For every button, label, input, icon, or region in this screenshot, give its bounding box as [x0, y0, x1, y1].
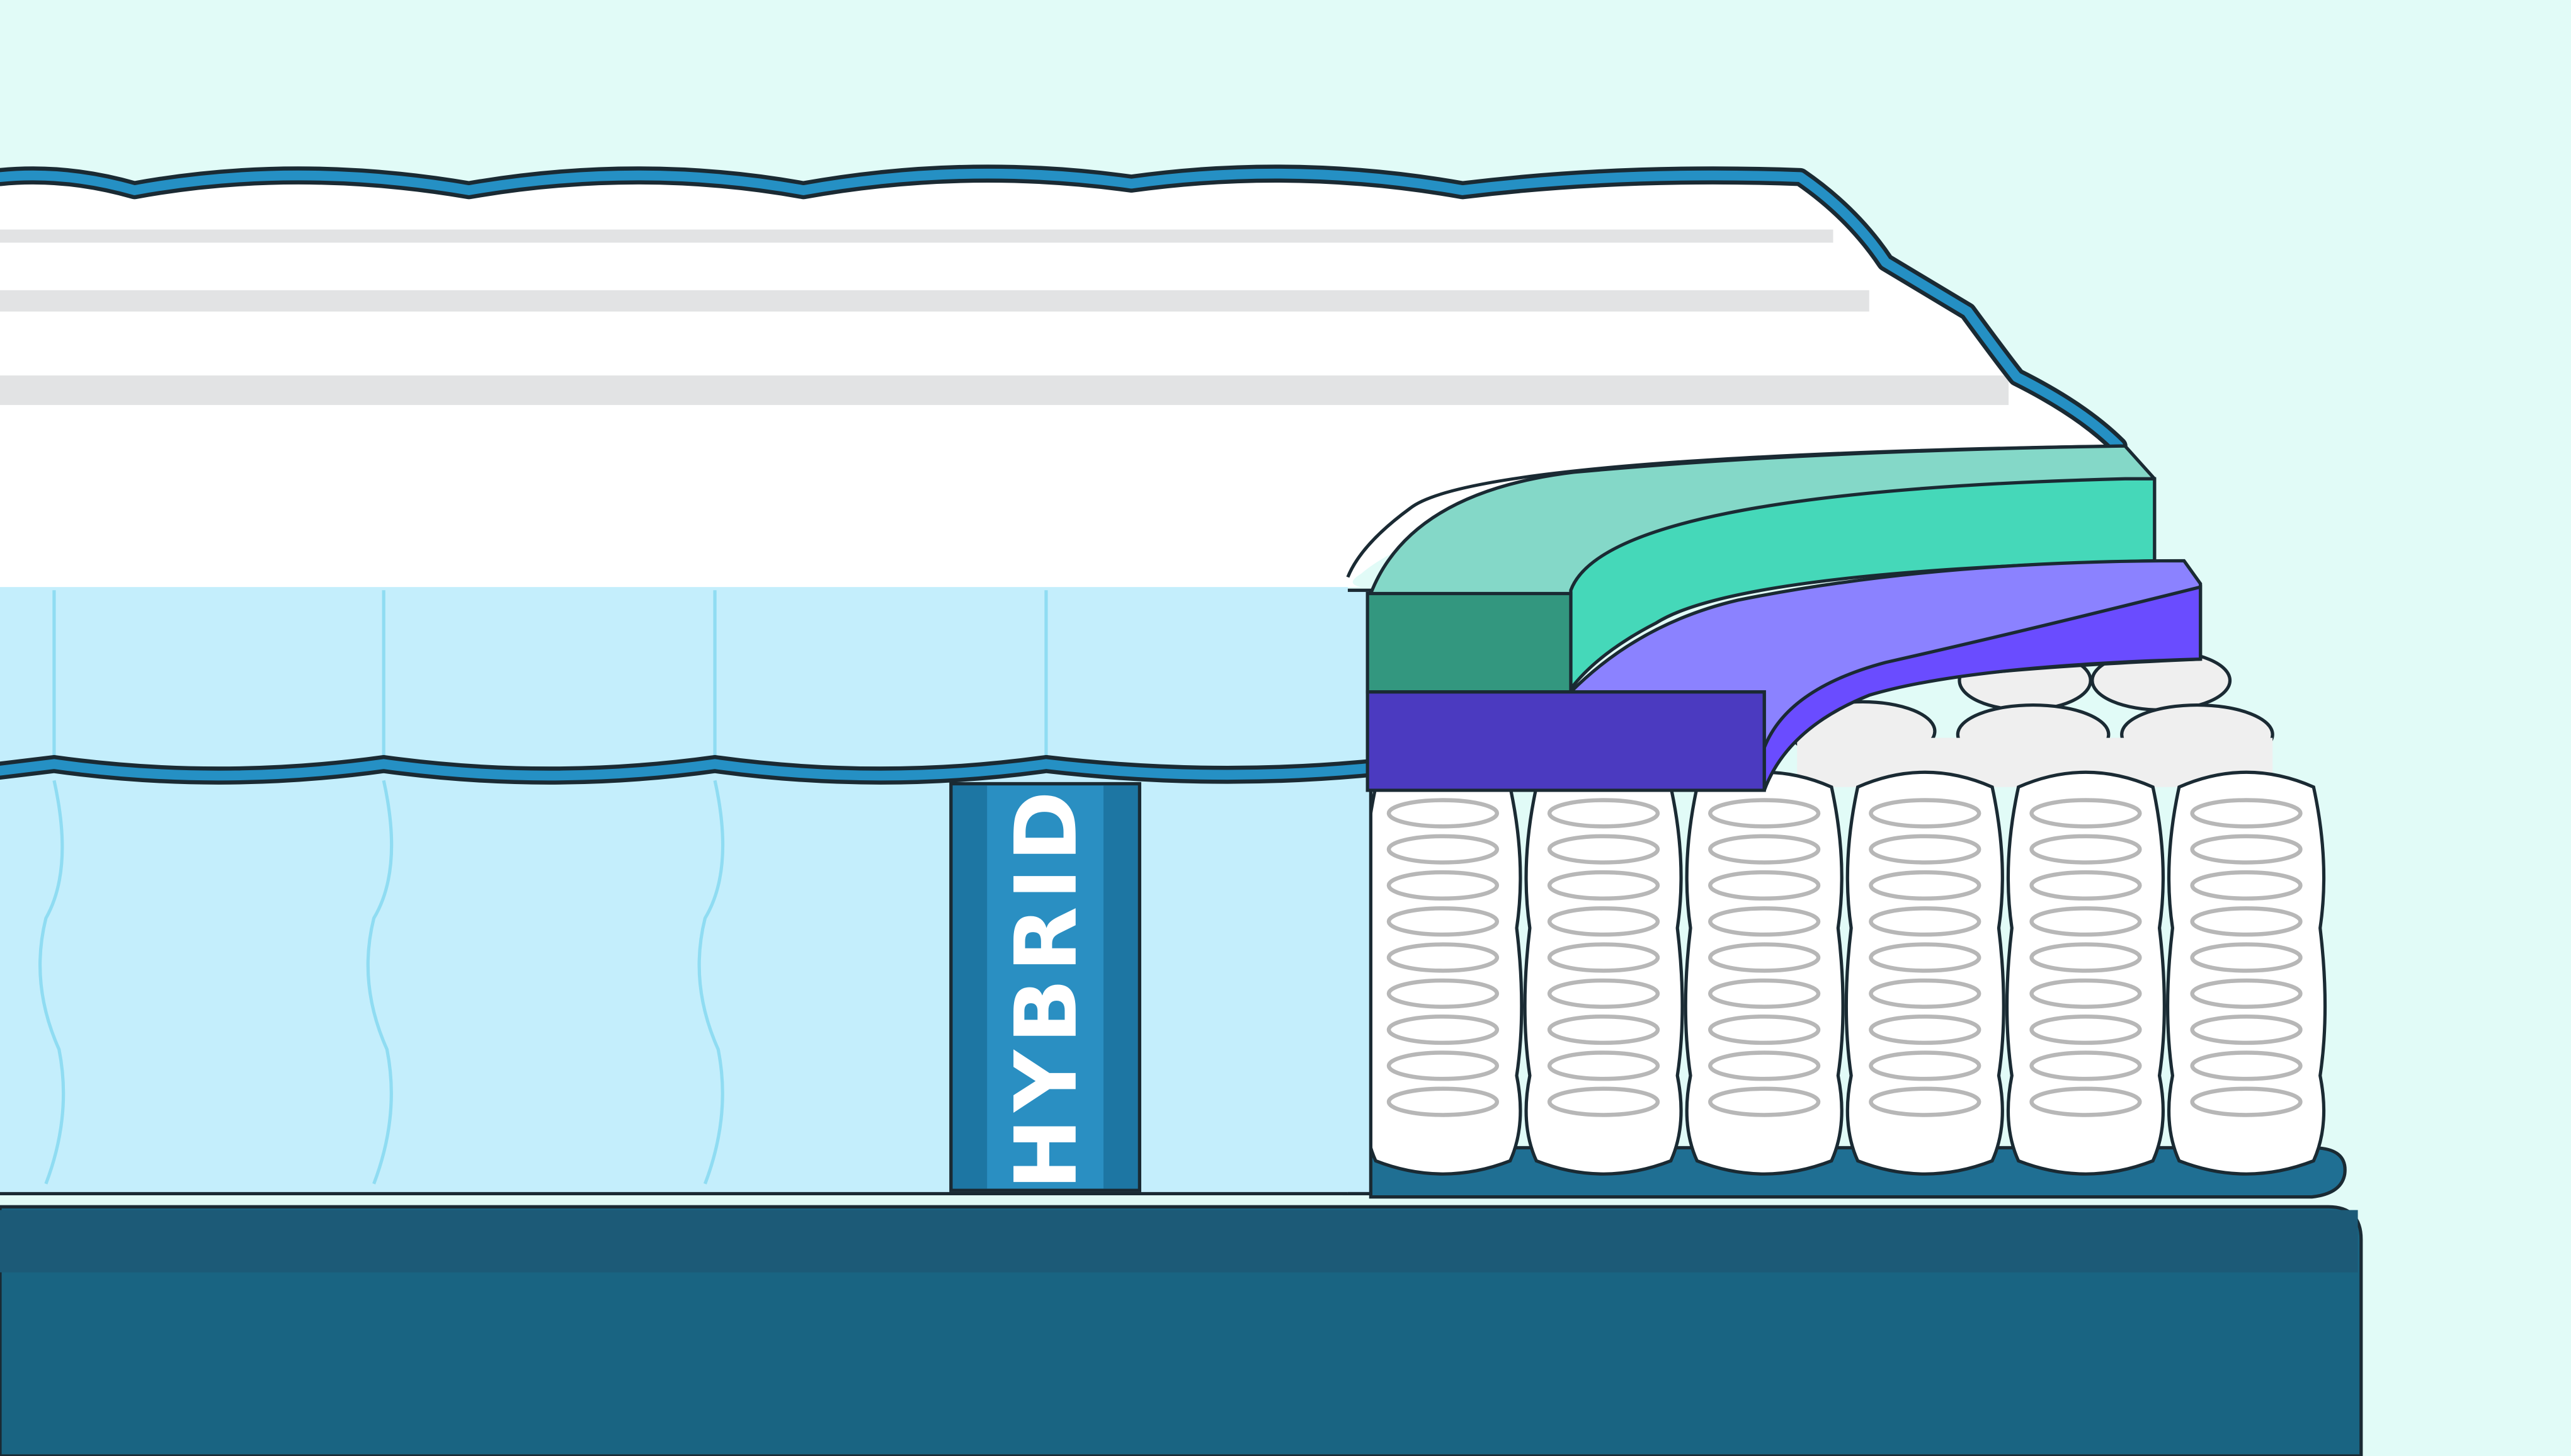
coil-pocket [2165, 770, 2327, 1176]
coil-wire [1386, 870, 1500, 901]
coil-pocket [1684, 770, 1845, 1176]
coil-pocket [1362, 770, 1524, 1176]
coil-wire [2029, 978, 2142, 1009]
coil-wire [2029, 834, 2142, 865]
coil-pocket [1844, 770, 2005, 1176]
coil-wire [2190, 798, 2303, 829]
coil-wire [1708, 1050, 1821, 1081]
coil-wire [2029, 1086, 2142, 1117]
coil-wire [1547, 1014, 1660, 1045]
coil-wire [1386, 798, 1500, 829]
coil-wire [1869, 906, 1981, 937]
coil-wire [2190, 1014, 2303, 1045]
pillow-top-cover [0, 173, 2116, 588]
coil-wire [1386, 1086, 1500, 1117]
coil-wire [1708, 1014, 1821, 1045]
coil-wire [2029, 906, 2142, 937]
coil-wire [1708, 870, 1821, 901]
coil-wire [2029, 798, 2142, 829]
coil-wire [1708, 798, 1821, 829]
coil-wire [1869, 1050, 1981, 1081]
coil-wire [1547, 834, 1660, 865]
coil-wire [1547, 870, 1660, 901]
coil-wire [1386, 906, 1500, 937]
transition-foam-layer [1365, 559, 2203, 792]
coil-wire [2029, 870, 2142, 901]
coil-wire [2190, 942, 2303, 973]
coil-wire [1386, 834, 1500, 865]
coil-wire [1547, 1086, 1660, 1117]
coil-pocket [1523, 770, 1684, 1176]
coil-wire [1869, 798, 1981, 829]
coil-back-row [1789, 649, 2274, 787]
coil-wire [2190, 1086, 2303, 1117]
coil-wire [2029, 1050, 2142, 1081]
coil-wire [1708, 978, 1821, 1009]
hybrid-label: HYBRID [996, 784, 1096, 1190]
coil-wire [1547, 978, 1660, 1009]
foundation [0, 1205, 2363, 1456]
coil-wire [1708, 942, 1821, 973]
coil-pocket [2005, 770, 2166, 1176]
coil-wire [1386, 978, 1500, 1009]
coil-wire [1869, 978, 1981, 1009]
coil-wire [2029, 1014, 2142, 1045]
coil-wire [1547, 942, 1660, 973]
side-panel [0, 587, 1348, 1196]
coil-wire [2190, 834, 2303, 865]
coil-wire [2190, 1050, 2303, 1081]
coil-wire [2190, 906, 2303, 937]
coil-wire [1869, 1086, 1981, 1117]
coil-wire [1708, 834, 1821, 865]
pocketed-coils [1362, 770, 2327, 1176]
coil-wire [1547, 798, 1660, 829]
coil-wire [1869, 1014, 1981, 1045]
coil-wire [2190, 978, 2303, 1009]
coil-wire [2190, 870, 2303, 901]
coil-wire [1708, 1086, 1821, 1117]
hybrid-label-band [949, 782, 1141, 1192]
coil-wire [1869, 942, 1981, 973]
top-quilt-cord [0, 164, 2128, 455]
comfort-foam-layer [1365, 444, 2157, 694]
coil-wire [2029, 942, 2142, 973]
coil-wire [1386, 1050, 1500, 1081]
coil-wire [1386, 1014, 1500, 1045]
coil-wire [1869, 870, 1981, 901]
coil-wire [1708, 906, 1821, 937]
coil-wire [1869, 834, 1981, 865]
coil-wire [1547, 906, 1660, 937]
coil-wire [1386, 942, 1500, 973]
coil-wire [1547, 1050, 1660, 1081]
